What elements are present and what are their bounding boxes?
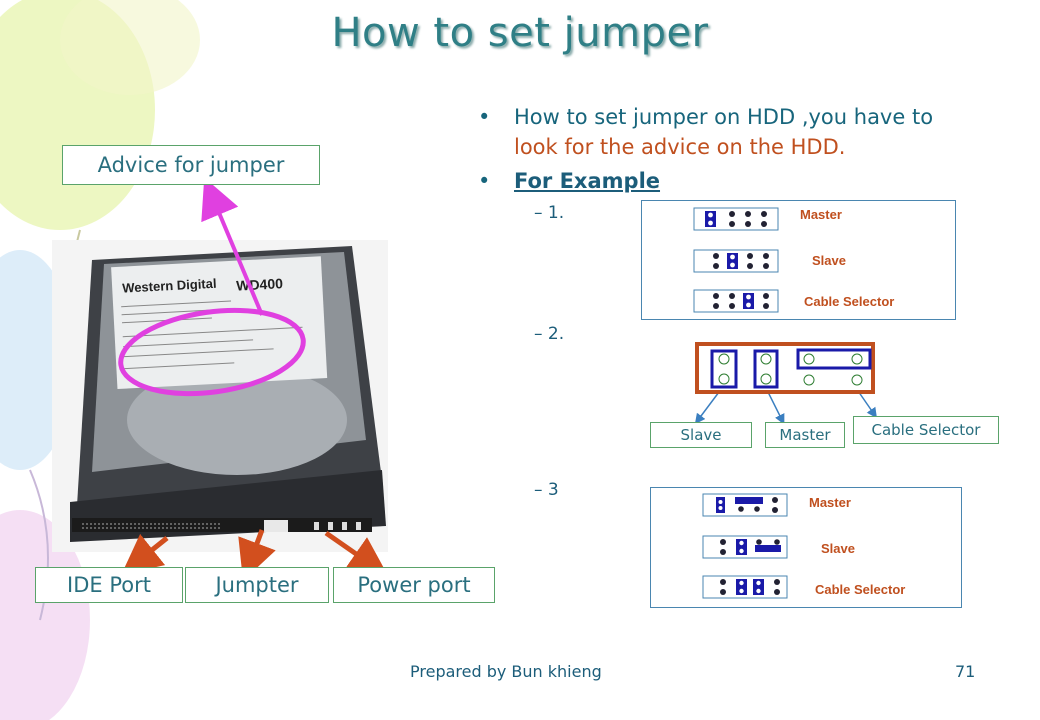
jumper-arrow — [238, 529, 276, 581]
ide-arrow — [121, 533, 169, 575]
jumper-diagram-2 — [695, 342, 875, 394]
hdd-power-pins — [314, 522, 361, 530]
bullet-text-line: look for the advice on the HDD. — [514, 135, 846, 159]
jumper-row-slave — [702, 535, 788, 559]
jumper-diagram-1 — [693, 207, 779, 313]
pin-pair-slave — [710, 349, 738, 389]
jumper-diagram-3 — [702, 493, 788, 599]
jumper-label: Jumpter — [185, 567, 329, 603]
example-3-master-text: Master — [809, 495, 851, 510]
hdd-jumper-block — [264, 520, 288, 532]
jumper-row-master — [702, 493, 788, 517]
power-arrow — [324, 530, 389, 577]
balloon-decoration — [60, 0, 200, 95]
hard-drive-photo: Western Digital WD400 — [52, 240, 388, 552]
bullet-dot-icon: • — [478, 105, 491, 129]
example-3-cable-text: Cable Selector — [815, 582, 906, 597]
example-heading: For Example — [514, 169, 661, 193]
example-2-slave-box: Slave — [650, 422, 752, 448]
jumper-row-cable — [693, 289, 779, 313]
bullet-text-line: How to set jumper on HDD ,you have to — [514, 105, 934, 129]
page-number: 71 — [955, 662, 976, 681]
bullet-item: • For Example — [478, 166, 1018, 196]
footer-text: Prepared by Bun khieng — [410, 662, 602, 681]
pin-pair-cable — [796, 348, 872, 386]
jumper-row-cable — [702, 575, 788, 599]
advice-label: Advice for jumper — [62, 145, 320, 185]
bullet-dot-icon: • — [478, 169, 491, 193]
sub-item: – 3 — [534, 480, 559, 500]
example-1-master-text: Master — [800, 207, 842, 222]
highlight-circle — [118, 307, 306, 397]
bullet-list: • How to set jumper on HDD ,you have to … — [478, 102, 1018, 196]
example-3-panel: Master Slave Cable Selector — [650, 487, 962, 608]
balloon-decoration — [0, 510, 90, 720]
example-3-slave-text: Slave — [821, 541, 855, 556]
jumper-row-slave — [693, 249, 779, 273]
hdd-brand-mark: Western Digital — [122, 276, 217, 296]
sub-item: – 1. — [534, 203, 565, 223]
hdd-label — [111, 256, 328, 390]
bullet-item: • How to set jumper on HDD ,you have to … — [478, 102, 1018, 162]
power-port-label: Power port — [333, 567, 495, 603]
pin-pair-master — [753, 349, 779, 389]
example-2-master-box: Master — [765, 422, 845, 448]
example-1-cable-text: Cable Selector — [804, 294, 895, 309]
example-2-cable-box: Cable Selector — [853, 416, 999, 444]
jumper-row-master — [693, 207, 779, 231]
example-1-panel: Master Slave Cable Selector — [641, 200, 956, 320]
advice-arrow — [201, 177, 264, 316]
slide-title: How to set jumper — [331, 10, 709, 56]
ide-port-label: IDE Port — [35, 567, 183, 603]
sub-item: – 2. — [534, 324, 565, 344]
example-1-slave-text: Slave — [812, 253, 846, 268]
hdd-ide-pins — [82, 523, 222, 529]
